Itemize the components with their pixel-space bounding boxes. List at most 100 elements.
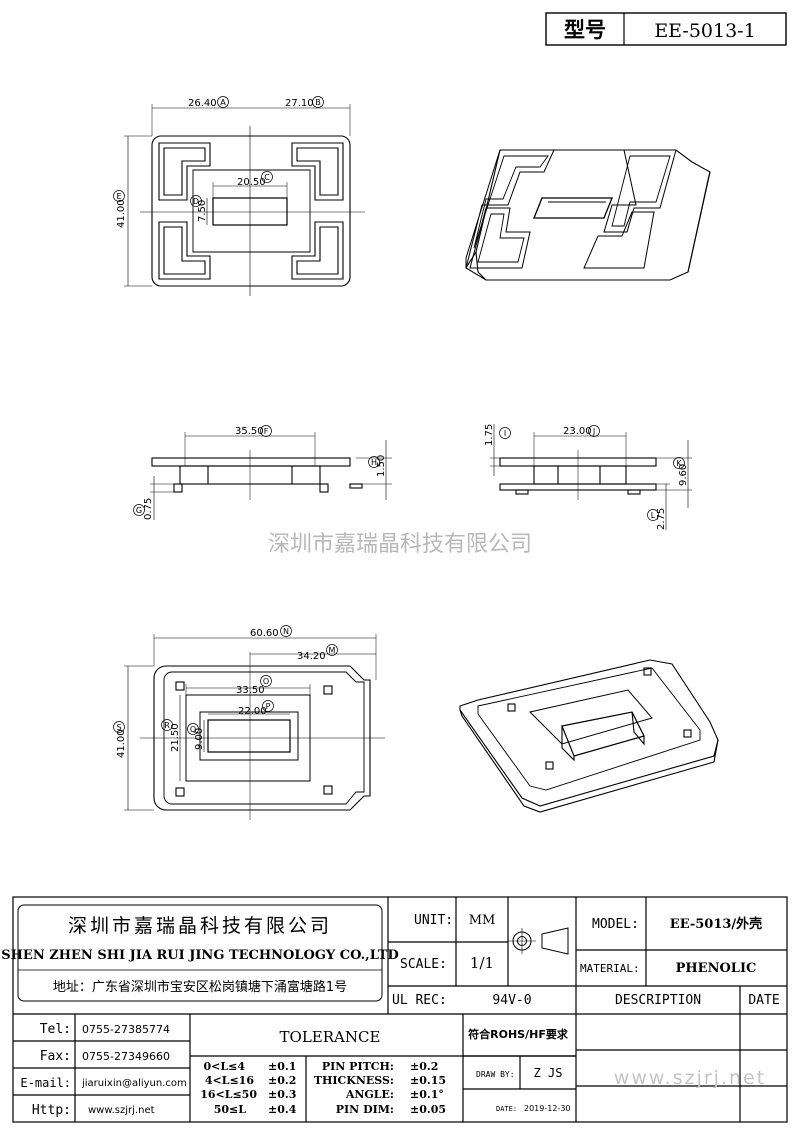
marker-m [326, 644, 338, 656]
dim-p-value: 22.00 [238, 706, 267, 717]
watermark: 深圳市嘉瑞晶科技有限公司 [268, 532, 532, 557]
projection-symbol-icon [508, 927, 569, 955]
dim-j-value: 23.00 [563, 426, 592, 437]
tol-value-2: ±0.2 [268, 1074, 296, 1087]
marker-q [187, 723, 199, 735]
draw-by-label: DRAW BY: [476, 1070, 515, 1079]
iso-view-bottom [459, 659, 719, 813]
marker-p [262, 700, 274, 712]
marker-l [647, 509, 659, 521]
tel-label: Tel: [40, 1022, 71, 1037]
marker-g-letter: G [136, 506, 142, 515]
ul-label: UL REC: [392, 993, 447, 1008]
pin-value-1: ±0.2 [410, 1060, 438, 1073]
tel-value: 0755-27385774 [82, 1023, 170, 1036]
date-header-label: DATE [748, 993, 779, 1008]
marker-r-letter: R [164, 721, 170, 730]
model-header-value: EE-5013-1 [654, 20, 755, 42]
top-view-labels: 26.40 A 27.10 B 41.00 E 20.50 C 7.50 D [113, 96, 324, 228]
marker-o-letter: O [263, 677, 269, 686]
dim-d-value: 7.50 [197, 200, 208, 222]
marker-i [499, 427, 511, 439]
tol-range-1: 0<L≤4 [204, 1060, 246, 1073]
pin-label-4: PIN DIM: [336, 1103, 394, 1116]
side-view-left [150, 432, 392, 520]
top-view [124, 104, 365, 296]
marker-n-letter: N [283, 627, 289, 636]
date-row-label: DATE: [496, 1105, 517, 1113]
material-value: PHENOLIC [676, 961, 757, 976]
dim-r-value: 21.50 [170, 723, 181, 752]
date-value: 2019-12-30 [524, 1104, 571, 1113]
model-value: EE-5013/外壳 [670, 916, 762, 932]
marker-m-letter: M [329, 646, 336, 655]
dim-o-value: 33.50 [236, 685, 265, 696]
dim-m-value: 34.20 [297, 651, 326, 662]
dim-n-value: 60.60 [250, 628, 279, 639]
dim-g-value: 0.75 [143, 498, 154, 520]
pin-value-4: ±0.05 [410, 1103, 446, 1116]
marker-s-letter: S [116, 723, 121, 732]
marker-q-letter: Q [190, 725, 196, 734]
side-view-right [490, 424, 692, 530]
marker-h-letter: H [371, 458, 377, 467]
website-watermark: www.szjrj.net [614, 1067, 766, 1089]
dim-f-value: 35.50 [235, 426, 264, 437]
dim-e-value: 41.00 [116, 199, 127, 228]
http-value: www.szjrj.net [88, 1105, 155, 1116]
pin-label-1: PIN PITCH: [322, 1060, 394, 1073]
marker-j-letter: J [592, 427, 595, 436]
marker-s [113, 721, 125, 733]
side-view-left-labels: 35.50 F 1.50 H 0.75 G [133, 425, 387, 520]
marker-k [673, 457, 685, 469]
tol-range-4: 50≤L [214, 1103, 247, 1116]
marker-e-letter: E [116, 192, 121, 201]
rohs-text: 符合ROHS/HF要求 [468, 1027, 569, 1041]
dim-l-value: 2.75 [656, 508, 667, 530]
fax-value: 0755-27349660 [82, 1050, 170, 1063]
tol-value-3: ±0.3 [268, 1088, 296, 1101]
marker-f-letter: F [264, 427, 269, 436]
dim-k-value: 9.60 [678, 464, 689, 486]
dim-b-value: 27.10 [285, 98, 314, 109]
marker-h [368, 456, 380, 468]
marker-g [133, 504, 145, 516]
scale-value: 1/1 [470, 954, 494, 972]
marker-n [280, 625, 292, 637]
draw-by-value: Z JS [534, 1066, 563, 1080]
model-header: 型号 EE-5013-1 [545, 12, 787, 46]
title-block-fields: UNIT: MM SCALE: 1/1 UL REC: 94V-0 MODEL:… [20, 913, 779, 1118]
marker-i-letter: I [504, 429, 506, 438]
scale-label: SCALE: [400, 957, 447, 972]
marker-k-letter: K [676, 459, 682, 468]
marker-e [113, 190, 125, 202]
http-label: Http: [32, 1103, 71, 1118]
dim-q-value: 9.00 [194, 728, 205, 750]
tol-value-4: ±0.4 [268, 1103, 297, 1116]
tolerance-label: TOLERANCE [280, 1028, 381, 1046]
marker-a-letter: A [220, 98, 226, 107]
company-box: 深圳市嘉瑞晶科技有限公司 SHEN ZHEN SHI JIA RUI JING … [1, 904, 399, 1002]
dim-s-value: 41.00 [116, 729, 127, 758]
marker-a [217, 96, 229, 108]
marker-l-letter: L [651, 511, 656, 520]
marker-p-letter: P [266, 702, 271, 711]
dim-i-value: 1.75 [484, 424, 495, 446]
unit-value: MM [469, 913, 496, 928]
tol-range-2: 4<L≤16 [205, 1074, 254, 1087]
fax-label: Fax: [40, 1049, 71, 1064]
model-label: MODEL: [592, 917, 639, 932]
tol-value-1: ±0.1 [268, 1060, 296, 1073]
email-label: E-mail: [20, 1076, 71, 1090]
company-name-cn: 深圳市嘉瑞晶科技有限公司 [68, 915, 332, 937]
marker-b-letter: B [315, 98, 321, 107]
iso-view-top [465, 149, 711, 281]
material-label: MATERIAL: [580, 962, 640, 975]
marker-c [261, 171, 273, 183]
description-label: DESCRIPTION [615, 993, 701, 1008]
pin-label-3: ANGLE: [345, 1088, 394, 1101]
model-header-label: 型号 [564, 18, 606, 42]
marker-c-letter: C [264, 173, 270, 182]
marker-o [260, 675, 272, 687]
